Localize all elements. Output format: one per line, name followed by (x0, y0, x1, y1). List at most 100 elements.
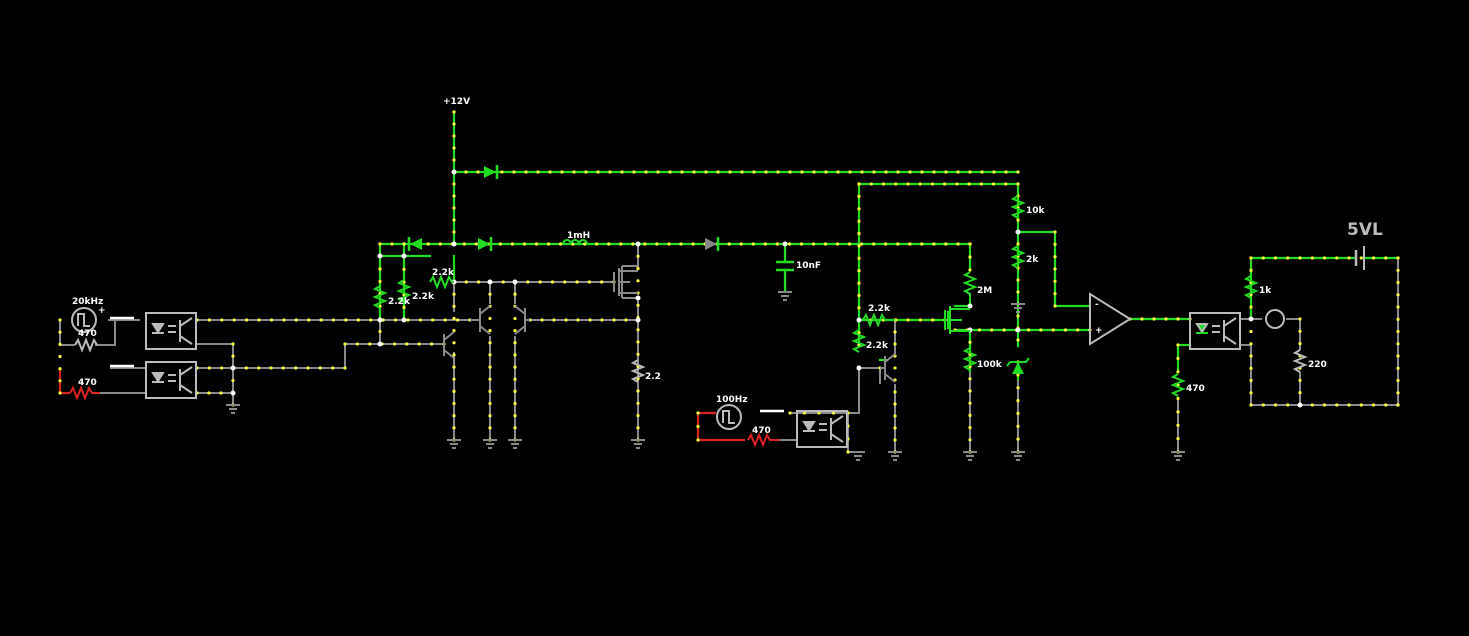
diode-rail-right (705, 237, 720, 251)
current-dot (438, 242, 442, 246)
current-dot (1249, 378, 1253, 383)
current-dot (513, 292, 517, 296)
current-dot (846, 450, 850, 454)
current-dot (464, 170, 468, 174)
current-dot (1286, 256, 1290, 260)
current-dot (1176, 396, 1180, 401)
current-dot (418, 318, 422, 322)
ground-symbol (1011, 451, 1025, 461)
current-dot (522, 242, 527, 246)
current-dot (1176, 410, 1180, 414)
bjt-q1 (443, 331, 455, 359)
current-dot (207, 366, 211, 370)
current-dot (1261, 256, 1265, 260)
label-src-100: 100Hz (716, 395, 748, 405)
current-dot (1359, 256, 1363, 260)
current-dot (631, 242, 635, 246)
current-dot (893, 438, 897, 442)
current-dot (968, 170, 972, 174)
current-dot (452, 158, 456, 162)
resistor-2k2-mid-h (862, 312, 895, 328)
current-dot (513, 316, 517, 321)
current-dot (716, 170, 720, 174)
current-dot (452, 401, 456, 406)
current-dot (680, 170, 684, 174)
current-dot (857, 293, 861, 298)
current-dot (584, 170, 588, 174)
ground-symbol (888, 451, 902, 461)
current-dot (219, 391, 223, 395)
current-dot (378, 279, 382, 284)
current-dot (1396, 378, 1400, 383)
current-dot (1249, 329, 1253, 334)
current-dot (1053, 292, 1057, 296)
current-dot (872, 170, 876, 174)
current-dot (281, 366, 285, 370)
current-dot (656, 170, 660, 174)
current-dot (452, 292, 456, 296)
current-dot (1004, 170, 1008, 174)
current-dot (906, 318, 910, 322)
current-dot (1347, 403, 1351, 407)
current-dot (392, 342, 397, 346)
resistor-2M (962, 271, 978, 300)
current-dot (1396, 366, 1400, 370)
current-dot (612, 318, 616, 322)
current-dot (1176, 423, 1180, 427)
label-r2-2: 2.2 (645, 372, 661, 382)
current-dot (860, 242, 864, 246)
current-dot (538, 280, 542, 284)
current-dot (452, 426, 456, 430)
current-dot (812, 170, 816, 174)
current-dot (704, 170, 708, 174)
current-dot (848, 170, 852, 174)
current-dot (1371, 256, 1376, 260)
current-dot (787, 242, 792, 246)
current-dot (595, 242, 599, 246)
current-dot (1016, 314, 1020, 318)
current-dot (500, 170, 504, 174)
optocoupler-1 (145, 312, 197, 350)
current-dot (636, 401, 640, 405)
current-dot (1249, 305, 1253, 309)
current-dot (1298, 342, 1302, 346)
current-dot (869, 182, 873, 186)
resistor-220 (1292, 349, 1308, 373)
label-r10k: 10k (1026, 206, 1046, 216)
current-dot (619, 242, 623, 246)
current-dot (836, 170, 840, 174)
resistor-2k2-left-b (396, 279, 412, 303)
current-dot (534, 242, 539, 246)
current-dot (58, 391, 62, 395)
resistor-2k2-top (429, 274, 454, 290)
current-dot (547, 242, 551, 246)
resistor-1k (1243, 275, 1259, 299)
label-r1k: 1k (1259, 286, 1272, 296)
current-dot (512, 170, 516, 174)
current-dot (1053, 255, 1057, 259)
current-dot (968, 377, 972, 381)
current-dot (488, 377, 492, 381)
label-r22-c: 2.2k (388, 297, 411, 307)
ground-symbol (631, 439, 645, 449)
label-r470-b: 470 (78, 378, 97, 388)
current-dot (1298, 391, 1302, 395)
current-dot (1016, 290, 1020, 294)
current-dot (524, 170, 528, 174)
current-dot (992, 170, 996, 174)
current-dot (632, 170, 636, 174)
junction-dot (230, 365, 236, 371)
current-dot (968, 413, 972, 417)
current-dot (58, 354, 62, 359)
current-dot (513, 426, 517, 430)
current-dot (1016, 373, 1020, 377)
current-dot (58, 367, 62, 371)
label-opamp-minus: - (1095, 300, 1099, 310)
current-dot (501, 280, 505, 284)
current-dot (402, 267, 406, 271)
current-dot (1249, 403, 1253, 407)
current-dot (1176, 356, 1180, 360)
label-r470-d: 470 (1186, 384, 1205, 394)
current-dot (417, 342, 421, 346)
current-dot (220, 366, 224, 370)
